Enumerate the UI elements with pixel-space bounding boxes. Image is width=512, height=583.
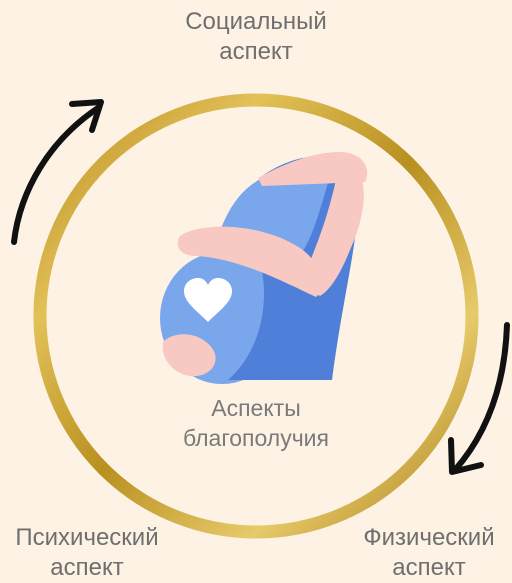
center-label-line-1: Аспекты <box>156 393 356 423</box>
label-phys-line-1: Физический <box>341 523 512 553</box>
pregnant-belly-heart-icon <box>160 152 367 384</box>
label-social-line-2: аспект <box>156 37 356 67</box>
center-label: Аспекты благополучия <box>156 393 356 453</box>
label-physical-aspect: Физический аспект <box>341 523 512 583</box>
label-social-line-1: Социальный <box>156 7 356 37</box>
label-phys-line-2: аспект <box>341 553 512 583</box>
label-psychological-aspect: Психический аспект <box>0 523 180 583</box>
label-psych-line-1: Психический <box>0 523 180 553</box>
label-social-aspect: Социальный аспект <box>156 7 356 67</box>
label-psych-line-2: аспект <box>0 553 180 583</box>
center-label-line-2: благополучия <box>156 423 356 453</box>
